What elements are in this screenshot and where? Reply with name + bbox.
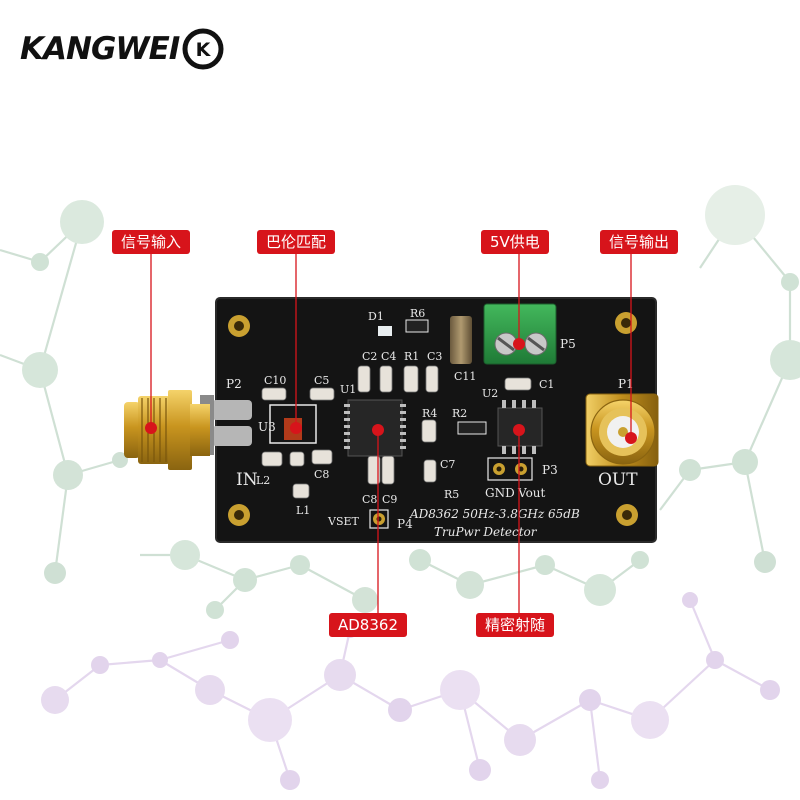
callout-ad8362: AD8362 bbox=[329, 613, 407, 637]
callout-balun-matching: 巴伦匹配 bbox=[257, 230, 336, 254]
smd-components bbox=[261, 365, 532, 499]
silk-u1: U1 bbox=[340, 383, 356, 396]
silkscreen-labels: IN OUT P1 P2 P3 P4 P5 U1 U2 U3 D1 R6 C2 … bbox=[226, 307, 638, 539]
sma-input-connector bbox=[124, 390, 210, 470]
callout-signal-output: 信号输出 bbox=[600, 230, 679, 254]
silk-d1: D1 bbox=[368, 310, 384, 323]
silk-l2: L2 bbox=[256, 474, 270, 487]
silk-r6: R6 bbox=[410, 307, 425, 320]
silk-p3: P3 bbox=[542, 463, 558, 477]
sma-output-connector bbox=[585, 393, 659, 467]
silk-c9: C9 bbox=[382, 493, 397, 506]
silk-c8b: C8 bbox=[362, 493, 377, 506]
silk-board-title-2: TruPwr Detector bbox=[434, 525, 538, 539]
brand-wordmark: KANGWEI bbox=[20, 31, 180, 67]
silk-c11: C11 bbox=[454, 370, 476, 383]
silk-c10: C10 bbox=[264, 374, 286, 387]
callout-precision-follower: 精密射随 bbox=[476, 613, 555, 637]
silk-p2: P2 bbox=[226, 377, 242, 391]
silk-in-label: IN bbox=[236, 470, 258, 490]
silk-p4: P4 bbox=[397, 517, 413, 531]
silk-c1: C1 bbox=[539, 378, 554, 391]
silk-r4: R4 bbox=[422, 407, 437, 420]
background-nodes bbox=[22, 185, 800, 790]
silk-vout: Vout bbox=[517, 486, 546, 500]
silk-p1: P1 bbox=[618, 377, 634, 391]
silk-c5: C5 bbox=[314, 374, 329, 387]
silk-u2: U2 bbox=[482, 387, 498, 400]
callout-signal-input: 信号输入 bbox=[112, 230, 191, 254]
silk-gnd: GND bbox=[485, 486, 515, 500]
silk-l1: L1 bbox=[296, 504, 310, 517]
silk-c2: C2 bbox=[362, 350, 377, 363]
silk-p5: P5 bbox=[560, 337, 576, 351]
callout-leaders bbox=[150, 254, 632, 613]
silk-r5: R5 bbox=[444, 488, 459, 501]
silk-out-label: OUT bbox=[598, 470, 638, 490]
silk-vset: VSET bbox=[327, 515, 360, 528]
silk-c4: C4 bbox=[381, 350, 396, 363]
silk-c8: C8 bbox=[314, 468, 329, 481]
silk-r1: R1 bbox=[404, 350, 419, 363]
brand-badge-icon: K bbox=[182, 28, 224, 70]
brand-logo: KANGWEI K bbox=[20, 24, 225, 74]
callout-markers bbox=[145, 338, 637, 444]
silk-u3: U3 bbox=[258, 420, 276, 434]
svg-text:K: K bbox=[196, 39, 212, 61]
pcb-board bbox=[200, 297, 657, 543]
silk-c7: C7 bbox=[440, 458, 455, 471]
silk-c3: C3 bbox=[427, 350, 442, 363]
callout-5v-power: 5V供电 bbox=[481, 230, 549, 254]
p5-screw-terminal bbox=[483, 303, 557, 365]
silk-board-title-1: AD8362 50Hz-3.8GHz 65dB bbox=[409, 507, 580, 521]
silk-r2: R2 bbox=[452, 407, 467, 420]
